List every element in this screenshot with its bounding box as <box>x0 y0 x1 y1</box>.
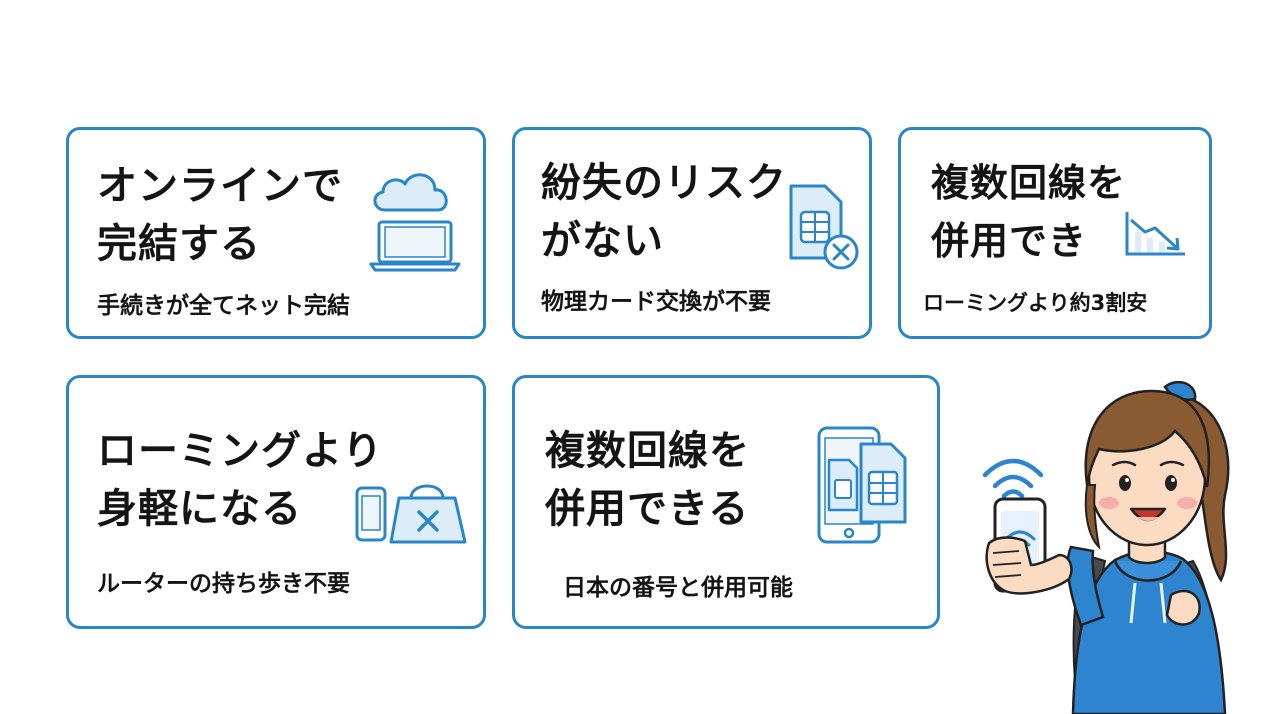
card-subtitle: ローミングより約3割安 <box>923 291 1148 315</box>
feature-card-no-loss-risk: 紛失のリスク がない 物理カード交換が不要 <box>512 127 872 339</box>
card-title: 複数回線を 併用でき <box>931 161 1127 263</box>
card-subtitle: 手続きが全てネット完結 <box>97 293 350 319</box>
card-title: ローミングより 身軽になる <box>97 428 384 532</box>
card-subtitle: 物理カード交換が不要 <box>541 289 771 315</box>
card-subtitle: ルーターの持ち歩き不要 <box>97 571 350 597</box>
woman-with-phone-icon <box>982 380 1230 714</box>
card-title: 複数回線を 併用できる <box>545 428 750 532</box>
wifi-icon <box>982 458 1044 499</box>
feature-card-online: オンラインで 完結する 手続きが全てネット完結 <box>66 127 486 339</box>
card-title: 紛失のリスク がない <box>541 160 787 264</box>
chart-down-icon <box>1125 212 1185 256</box>
feature-card-dual-line: 複数回線を 併用できる 日本の番号と併用可能 <box>512 375 940 629</box>
card-subtitle: 日本の番号と併用可能 <box>563 575 793 601</box>
phone-dual-sim-icon <box>817 426 907 544</box>
feature-card-lighter: ローミングより 身軽になる ルーターの持ち歩き不要 <box>66 375 486 629</box>
card-title: オンラインで 完結する <box>97 163 343 267</box>
cloud-laptop-icon <box>369 173 461 272</box>
phone-bag-x-icon <box>355 484 467 544</box>
feature-card-cheaper: 複数回線を 併用でき ローミングより約3割安 <box>898 127 1212 339</box>
sim-card-x-icon <box>789 184 859 270</box>
